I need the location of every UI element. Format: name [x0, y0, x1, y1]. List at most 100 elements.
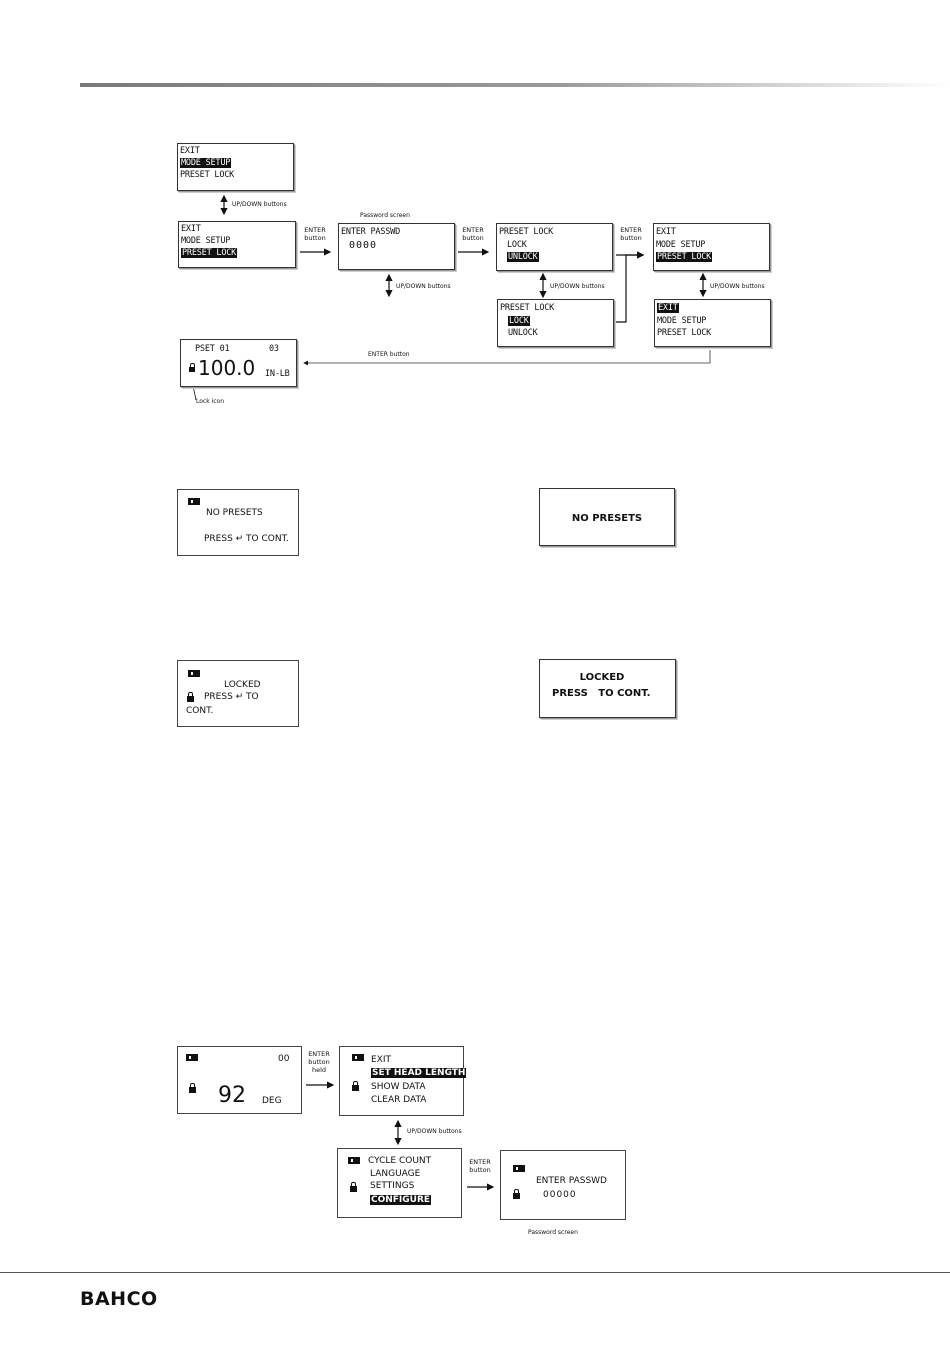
- menu-item-language: LANGUAGE: [370, 1169, 421, 1179]
- updown-label: UP/DOWN buttons: [232, 201, 287, 208]
- enter-button-held-label: ENTER button held: [303, 1050, 335, 1074]
- screen-preset-display: PSET 01 03 100.0 IN-LB: [180, 339, 297, 387]
- continue-text: CONT.: [186, 706, 214, 716]
- button-label: button: [469, 1166, 491, 1174]
- preset-count: 03: [269, 344, 279, 354]
- menu-item-configure: CONFIGURE: [370, 1195, 432, 1205]
- screen-menu-configure: CYCLE COUNT LANGUAGE SETTINGS CONFIGURE: [337, 1148, 462, 1218]
- header-rule: [80, 83, 950, 87]
- updown-label: UP/DOWN buttons: [710, 283, 765, 290]
- enter-button-label: ENTER button: [458, 226, 488, 242]
- battery-icon: [348, 1157, 360, 1164]
- menu-item-settings: SETTINGS: [370, 1181, 415, 1191]
- screen-no-presets-left: NO PRESETS PRESS ↵ TO CONT.: [177, 489, 299, 556]
- enter-button-label: ENTER button: [368, 351, 410, 358]
- torque-unit: IN-LB: [265, 369, 290, 379]
- menu-item-set-head-length: SET HEAD LENGTH: [371, 1068, 467, 1078]
- password-digits: 0000: [349, 240, 378, 251]
- held-label: held: [311, 1066, 327, 1074]
- screen-menu-3: EXIT MODE SETUP PRESET LOCK: [653, 223, 770, 271]
- lock-icon: [352, 1081, 359, 1091]
- updown-label: UP/DOWN buttons: [407, 1128, 462, 1135]
- menu-item-mode-setup: MODE SETUP: [181, 236, 231, 246]
- screen-password: ENTER PASSWD 00000: [500, 1150, 626, 1220]
- lock-icon-label: Lock icon: [196, 398, 225, 405]
- menu-item-preset-lock: PRESET LOCK: [657, 328, 712, 338]
- menu-item-mode-setup: MODE SETUP: [180, 158, 232, 168]
- lock-icon: [189, 363, 195, 372]
- button-label: button: [462, 234, 484, 242]
- screen-menu-4: EXIT MODE SETUP PRESET LOCK: [654, 299, 771, 347]
- battery-icon: [188, 670, 200, 677]
- menu-item-cycle-count: CYCLE COUNT: [368, 1156, 432, 1166]
- option-lock: LOCK: [508, 316, 530, 326]
- option-lock: LOCK: [507, 240, 527, 250]
- enter-label: ENTER: [462, 226, 484, 234]
- torque-value: 100.0: [198, 356, 256, 380]
- preset-lock-title: PRESET LOCK: [500, 303, 555, 313]
- screen-angle-display: 00 92 DEG: [177, 1046, 302, 1114]
- menu-item-mode-setup: MODE SETUP: [657, 316, 707, 326]
- enter-label: ENTER: [304, 226, 326, 234]
- button-label: button: [308, 1058, 330, 1066]
- menu-item-exit: EXIT: [180, 146, 200, 156]
- password-screen-label: Password screen: [528, 1229, 578, 1236]
- option-unlock: UNLOCK: [507, 252, 539, 262]
- angle-unit: DEG: [262, 1096, 282, 1106]
- password-digits: 00000: [543, 1190, 577, 1200]
- angle-value: 92: [218, 1083, 246, 1108]
- menu-item-mode-setup: MODE SETUP: [656, 240, 706, 250]
- lock-icon: [189, 1083, 196, 1093]
- footer-rule: [0, 1272, 950, 1273]
- password-screen-label: Password screen: [360, 212, 410, 219]
- lock-icon: [513, 1189, 520, 1199]
- menu-item-exit: EXIT: [656, 227, 676, 237]
- screen-preset-lock-unlock: PRESET LOCK LOCK UNLOCK: [496, 223, 613, 271]
- brand-logo: BAHCO: [80, 1288, 158, 1310]
- lock-icon: [187, 692, 194, 702]
- menu-item-preset-lock: PRESET LOCK: [180, 170, 235, 180]
- enter-label: ENTER: [308, 1050, 330, 1058]
- menu-item-show-data: SHOW DATA: [371, 1082, 426, 1092]
- enter-button-label: ENTER button: [300, 226, 330, 242]
- enter-passwd-text: ENTER PASSWD: [536, 1176, 607, 1186]
- lock-icon: [350, 1182, 357, 1192]
- no-presets-text: NO PRESETS: [206, 508, 263, 518]
- button-label: button: [304, 234, 326, 242]
- battery-icon: [352, 1054, 364, 1061]
- screen-preset-lock-lock: PRESET LOCK LOCK UNLOCK: [497, 299, 614, 347]
- press-to-text: PRESS ↵ TO: [204, 692, 259, 702]
- screen-no-presets-right: NO PRESETS: [539, 488, 675, 546]
- enter-button-label: ENTER button: [616, 226, 646, 242]
- menu-item-exit: EXIT: [181, 224, 201, 234]
- cycle-count: 00: [278, 1054, 290, 1064]
- menu-item-preset-lock: PRESET LOCK: [181, 248, 238, 258]
- enter-passwd-text: ENTER PASSWD: [341, 227, 401, 237]
- updown-label: UP/DOWN buttons: [396, 283, 451, 290]
- battery-icon: [188, 498, 200, 505]
- battery-icon: [186, 1054, 198, 1061]
- enter-button-label: ENTER button: [464, 1158, 496, 1174]
- preset-number: PSET 01: [195, 344, 230, 354]
- button-label: button: [620, 234, 642, 242]
- updown-label: UP/DOWN buttons: [550, 283, 605, 290]
- screen-locked-right: LOCKED PRESS TO CONT.: [539, 659, 676, 718]
- menu-item-exit: EXIT: [371, 1055, 392, 1065]
- screen-enter-passwd: ENTER PASSWD 0000: [338, 223, 455, 270]
- menu-item-preset-lock: PRESET LOCK: [656, 252, 713, 262]
- locked-text: LOCKED: [579, 672, 625, 683]
- preset-lock-title: PRESET LOCK: [499, 227, 554, 237]
- option-unlock: UNLOCK: [508, 328, 538, 338]
- screen-menu-head-length: EXIT SET HEAD LENGTH SHOW DATA CLEAR DAT…: [339, 1046, 467, 1116]
- battery-icon: [513, 1165, 525, 1172]
- menu-item-exit: EXIT: [657, 303, 679, 313]
- press-to-continue-text: PRESS TO CONT.: [552, 688, 651, 699]
- press-to-continue-text: PRESS ↵ TO CONT.: [204, 534, 289, 544]
- screen-locked-left: LOCKED PRESS ↵ TO CONT.: [177, 660, 299, 727]
- menu-item-clear-data: CLEAR DATA: [371, 1095, 427, 1105]
- screen-menu-1: EXIT MODE SETUP PRESET LOCK: [177, 143, 294, 191]
- enter-label: ENTER: [620, 226, 642, 234]
- enter-label: ENTER: [469, 1158, 491, 1166]
- screen-menu-2: EXIT MODE SETUP PRESET LOCK: [178, 221, 296, 268]
